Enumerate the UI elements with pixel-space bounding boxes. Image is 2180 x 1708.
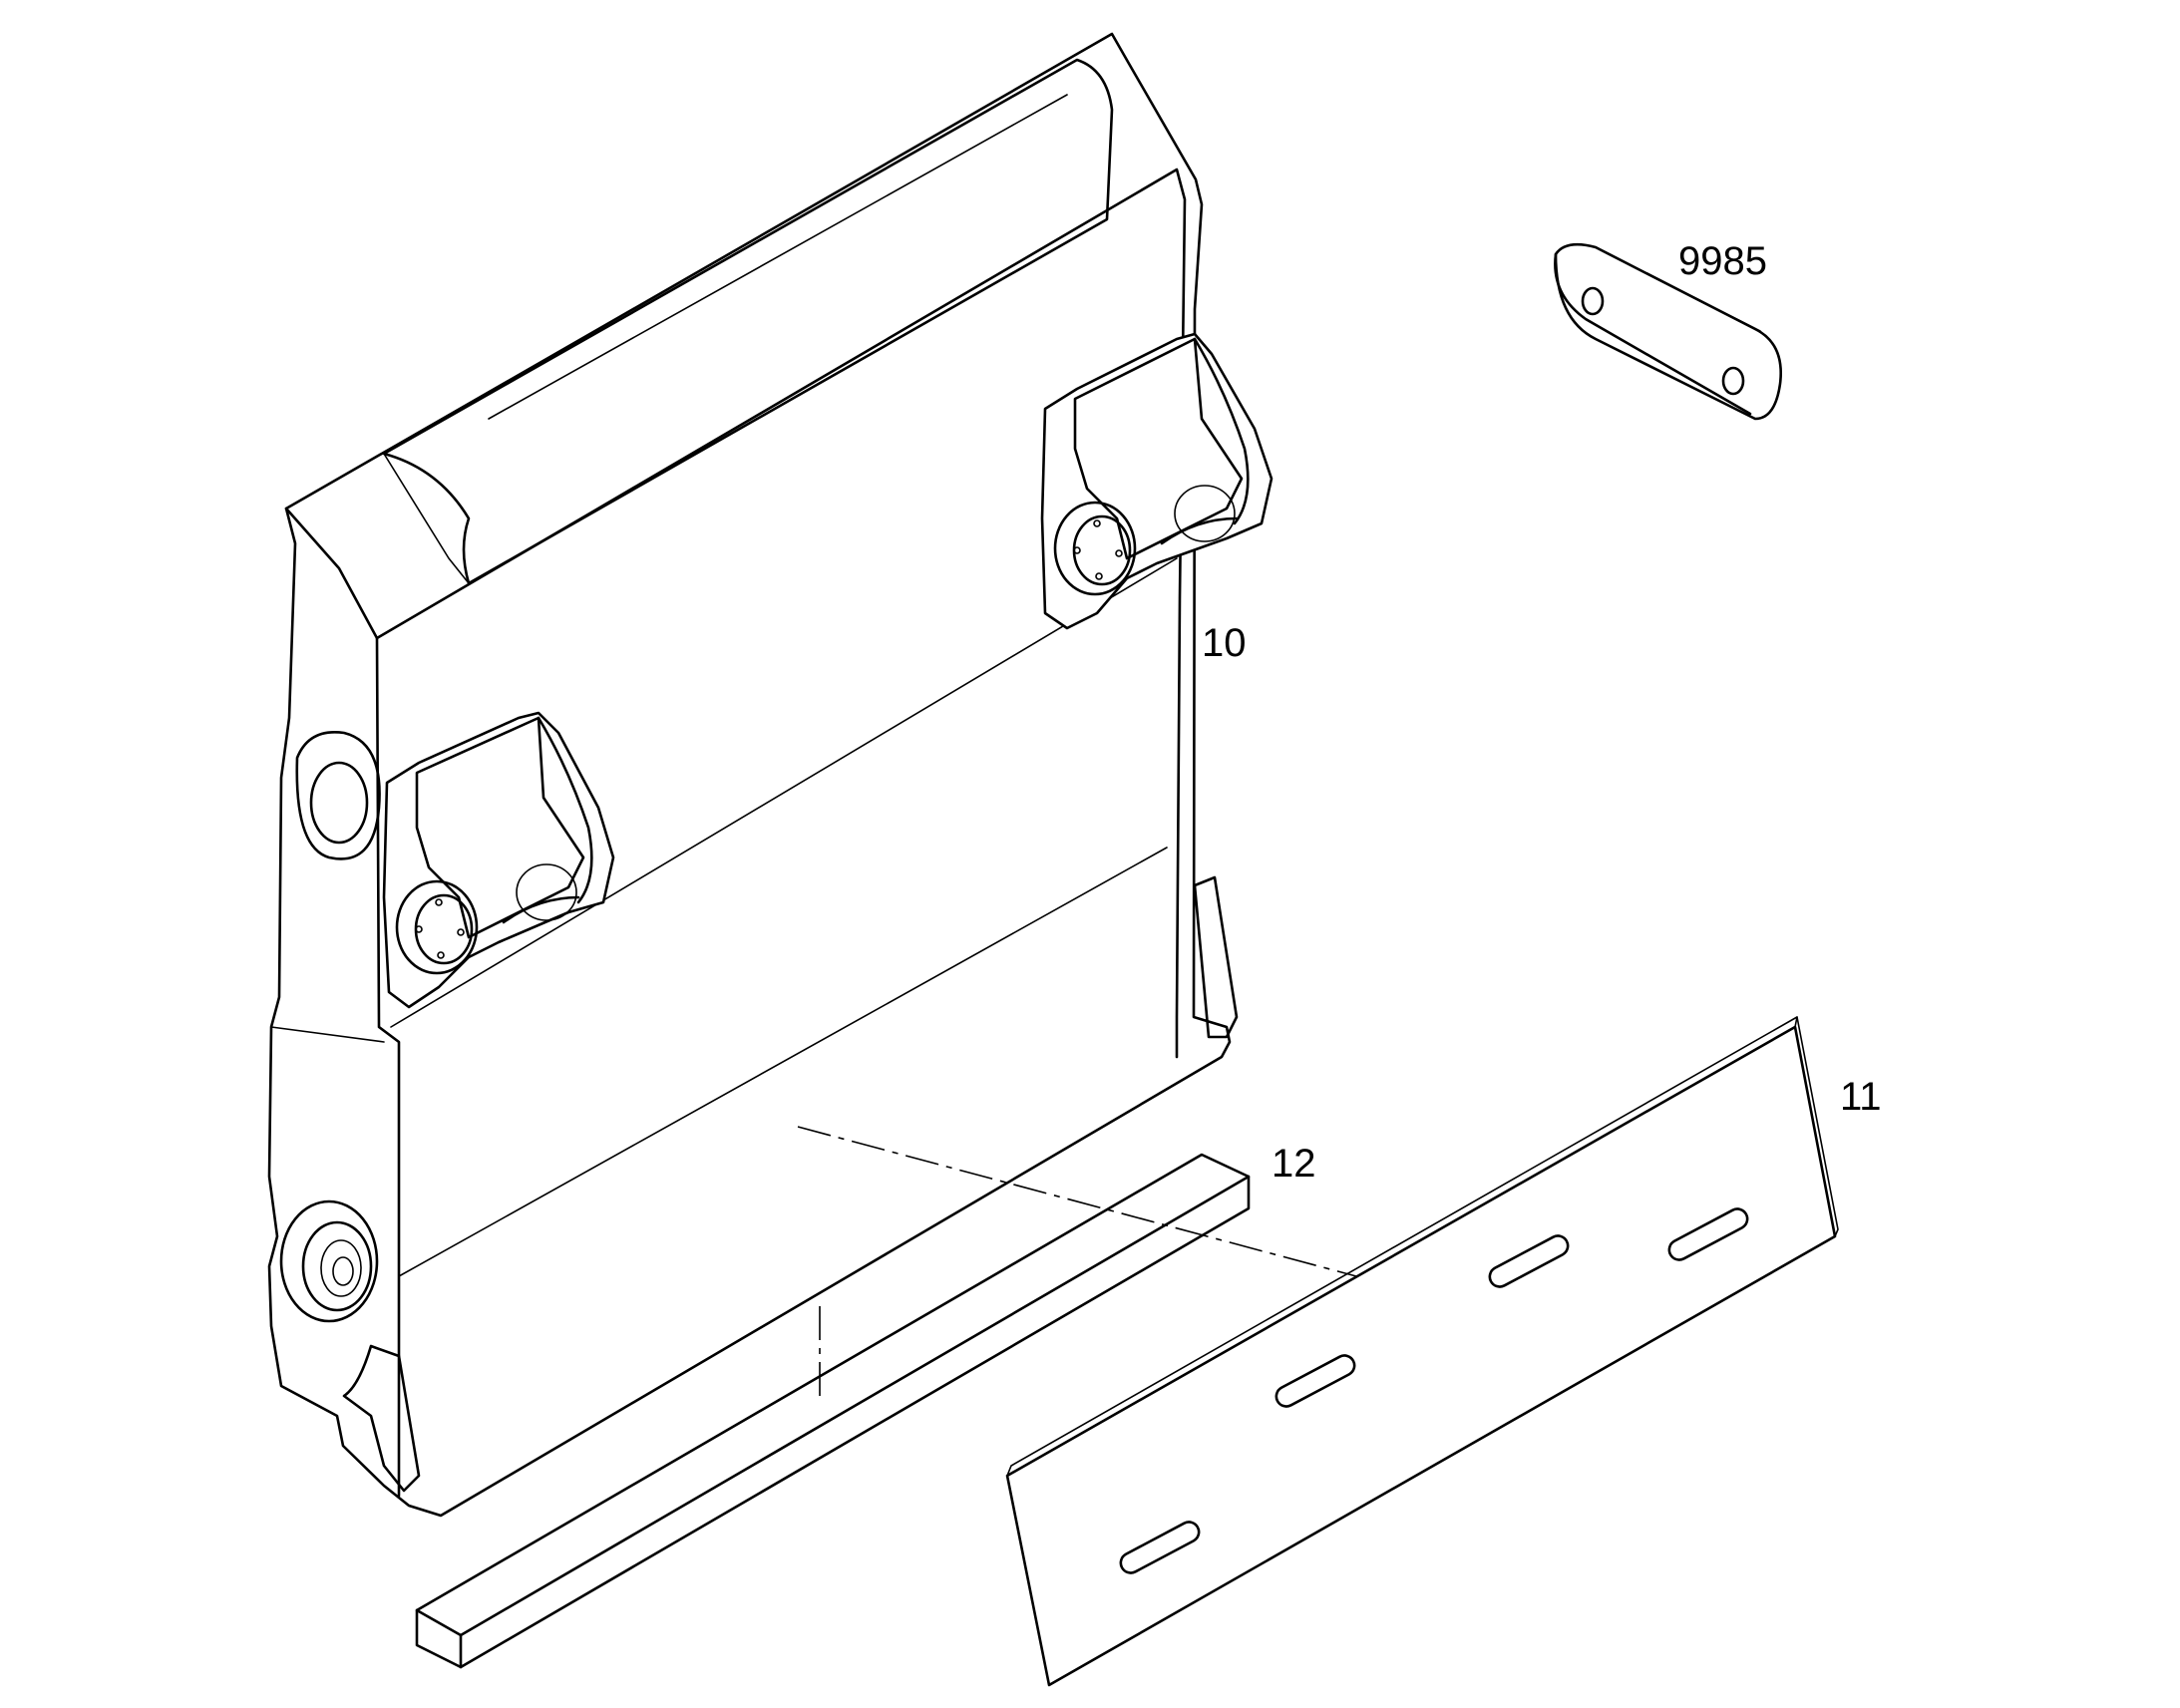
frame-side-edge	[284, 507, 401, 1498]
frame-left-boss	[295, 730, 381, 860]
part-12-square-bar	[415, 1153, 1251, 1669]
part-9985-link-plate	[1554, 242, 1782, 421]
frame-seam	[270, 1026, 385, 1043]
slot-4	[1667, 1207, 1749, 1261]
slot-3	[1488, 1234, 1570, 1288]
left-coupling-hook	[382, 711, 615, 1009]
slot-2	[1274, 1354, 1356, 1408]
frame-top-roll-edge	[383, 453, 470, 584]
slot-1	[1119, 1521, 1201, 1574]
assembly-center-lines	[797, 1126, 1357, 1396]
part-number-10: 10	[1202, 621, 1247, 665]
frame-top-roll	[382, 58, 1114, 585]
part-11-slotted-plate	[1005, 1016, 1839, 1687]
frame-outline	[267, 32, 1232, 1518]
frame-crease-lower	[398, 847, 1168, 1277]
frame-crease-upper	[390, 557, 1178, 1028]
part-10-frame	[267, 32, 1239, 1518]
part-number-12: 12	[1272, 1142, 1316, 1186]
part-number-11: 11	[1840, 1075, 1882, 1119]
right-coupling-hook	[1040, 332, 1273, 630]
frame-bottom-bracket	[342, 1344, 421, 1493]
frame-right-bracket	[1193, 875, 1239, 1039]
part-number-9985: 9985	[1678, 239, 1767, 283]
frame-top-roll-line	[488, 94, 1068, 420]
frame-lower-boss	[279, 1199, 379, 1323]
